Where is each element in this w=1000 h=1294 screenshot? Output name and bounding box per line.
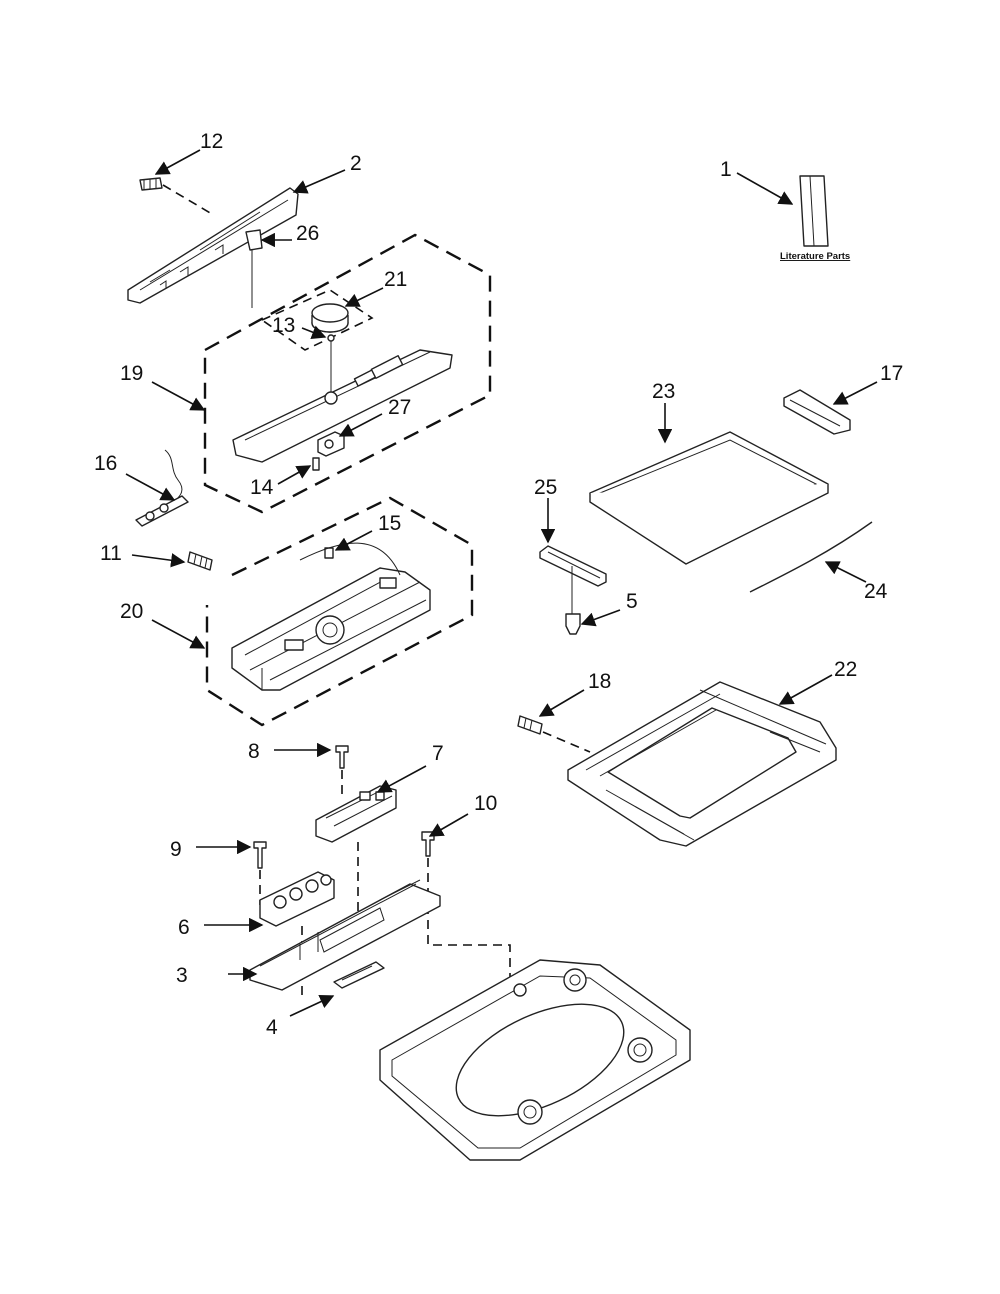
- callout-1: 1: [720, 158, 732, 181]
- callout-15: 15: [378, 512, 401, 535]
- part-7-control-board[interactable]: [315, 785, 397, 843]
- callout-22: 22: [834, 658, 857, 681]
- part-23-lid[interactable]: [589, 431, 829, 565]
- part-24-lid-seal[interactable]: [749, 521, 873, 593]
- callout-26: 26: [296, 222, 319, 245]
- callout-9: 9: [170, 838, 182, 861]
- callout-5: 5: [626, 590, 638, 613]
- part-11-screw[interactable]: [187, 551, 213, 571]
- part-20-console-base[interactable]: [231, 542, 431, 691]
- part-25-hinge[interactable]: [539, 545, 607, 614]
- callout-12: 12: [200, 130, 223, 153]
- part-5-screw[interactable]: [565, 613, 581, 635]
- callout-18: 18: [588, 670, 611, 693]
- part-8-screw[interactable]: [335, 745, 349, 769]
- part-21-knob[interactable]: [311, 303, 349, 333]
- callout-11: 11: [100, 542, 122, 565]
- part-1-literature[interactable]: [799, 175, 829, 247]
- part-26-screw[interactable]: [245, 229, 263, 308]
- part-15-clip[interactable]: [324, 547, 334, 559]
- part-27-switch[interactable]: [317, 431, 345, 457]
- callout-numbers: 1 2 3 4 5 6 7 8 9 10 11 12 13 14 15 16 1…: [94, 130, 903, 1039]
- callout-27: 27: [388, 396, 411, 419]
- callout-10: 10: [474, 792, 497, 815]
- part-18-screw[interactable]: [517, 715, 543, 735]
- callout-6: 6: [178, 916, 190, 939]
- callout-21: 21: [384, 268, 407, 291]
- callout-20: 20: [120, 600, 143, 623]
- part-12-screw[interactable]: [139, 177, 163, 191]
- callout-19: 19: [120, 362, 143, 385]
- callout-13: 13: [272, 314, 295, 337]
- part-9-screw[interactable]: [253, 841, 267, 869]
- callout-2: 2: [350, 152, 362, 175]
- part-4-lens[interactable]: [333, 961, 385, 989]
- callout-8: 8: [248, 740, 260, 763]
- part-6-water-valve[interactable]: [259, 871, 335, 927]
- part-13-spring[interactable]: [327, 334, 335, 395]
- group-outline-20: [205, 496, 474, 727]
- group-outline-19: [203, 233, 492, 514]
- callout-7: 7: [432, 742, 444, 765]
- callout-14: 14: [250, 476, 274, 499]
- callout-24: 24: [864, 580, 888, 603]
- literature-parts-label: Literature Parts: [780, 251, 850, 262]
- part-22-top-frame[interactable]: [567, 681, 837, 847]
- callout-3: 3: [176, 964, 188, 987]
- callout-17: 17: [880, 362, 903, 385]
- part-17-hinge[interactable]: [783, 389, 851, 435]
- leader-lines: [125, 149, 878, 1017]
- group-outline-21: [260, 289, 374, 351]
- callout-25: 25: [534, 476, 557, 499]
- callout-4: 4: [266, 1016, 278, 1039]
- part-14-pin[interactable]: [312, 457, 320, 471]
- part-19-control-panel[interactable]: [232, 349, 453, 463]
- callout-16: 16: [94, 452, 117, 475]
- part-16-wire-harness[interactable]: [135, 449, 189, 527]
- part-2-console-trim[interactable]: [127, 187, 299, 304]
- callout-23: 23: [652, 380, 675, 403]
- washer-top-base: [379, 959, 691, 1161]
